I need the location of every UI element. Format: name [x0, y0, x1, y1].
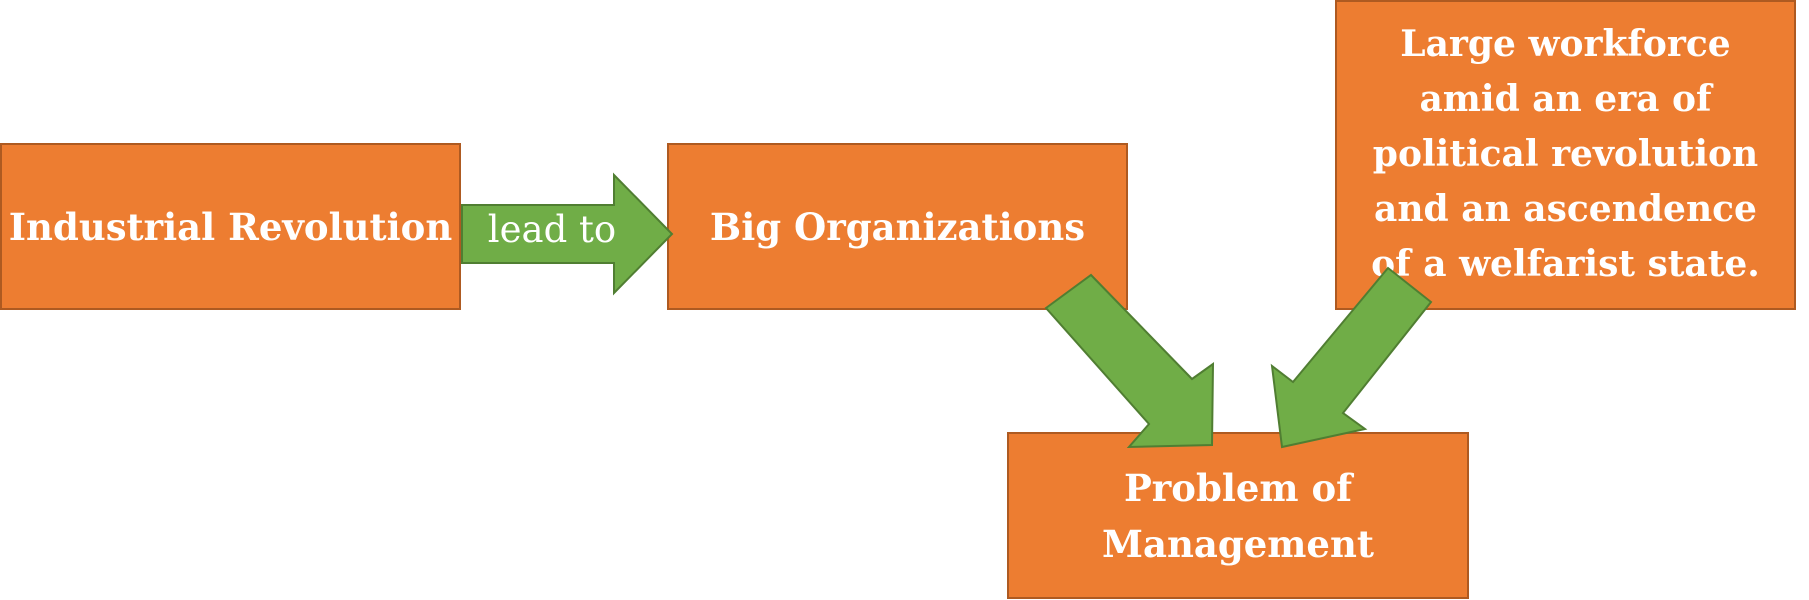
big-organizations-box: Big Organizations	[667, 143, 1128, 310]
industrial-revolution-box: Industrial Revolution	[0, 143, 461, 310]
lead-to-arrow-label: lead to	[487, 208, 617, 251]
problem-of-management-box: Problem of Management	[1007, 432, 1469, 599]
large-workforce-label: Large workforce amid an era of political…	[1371, 22, 1760, 285]
industrial-revolution-label: Industrial Revolution	[8, 204, 453, 249]
big-organizations-label: Big Organizations	[709, 204, 1086, 249]
problem-of-management-label: Problem of Management	[1102, 465, 1374, 566]
large-workforce-box: Large workforce amid an era of political…	[1335, 0, 1796, 310]
